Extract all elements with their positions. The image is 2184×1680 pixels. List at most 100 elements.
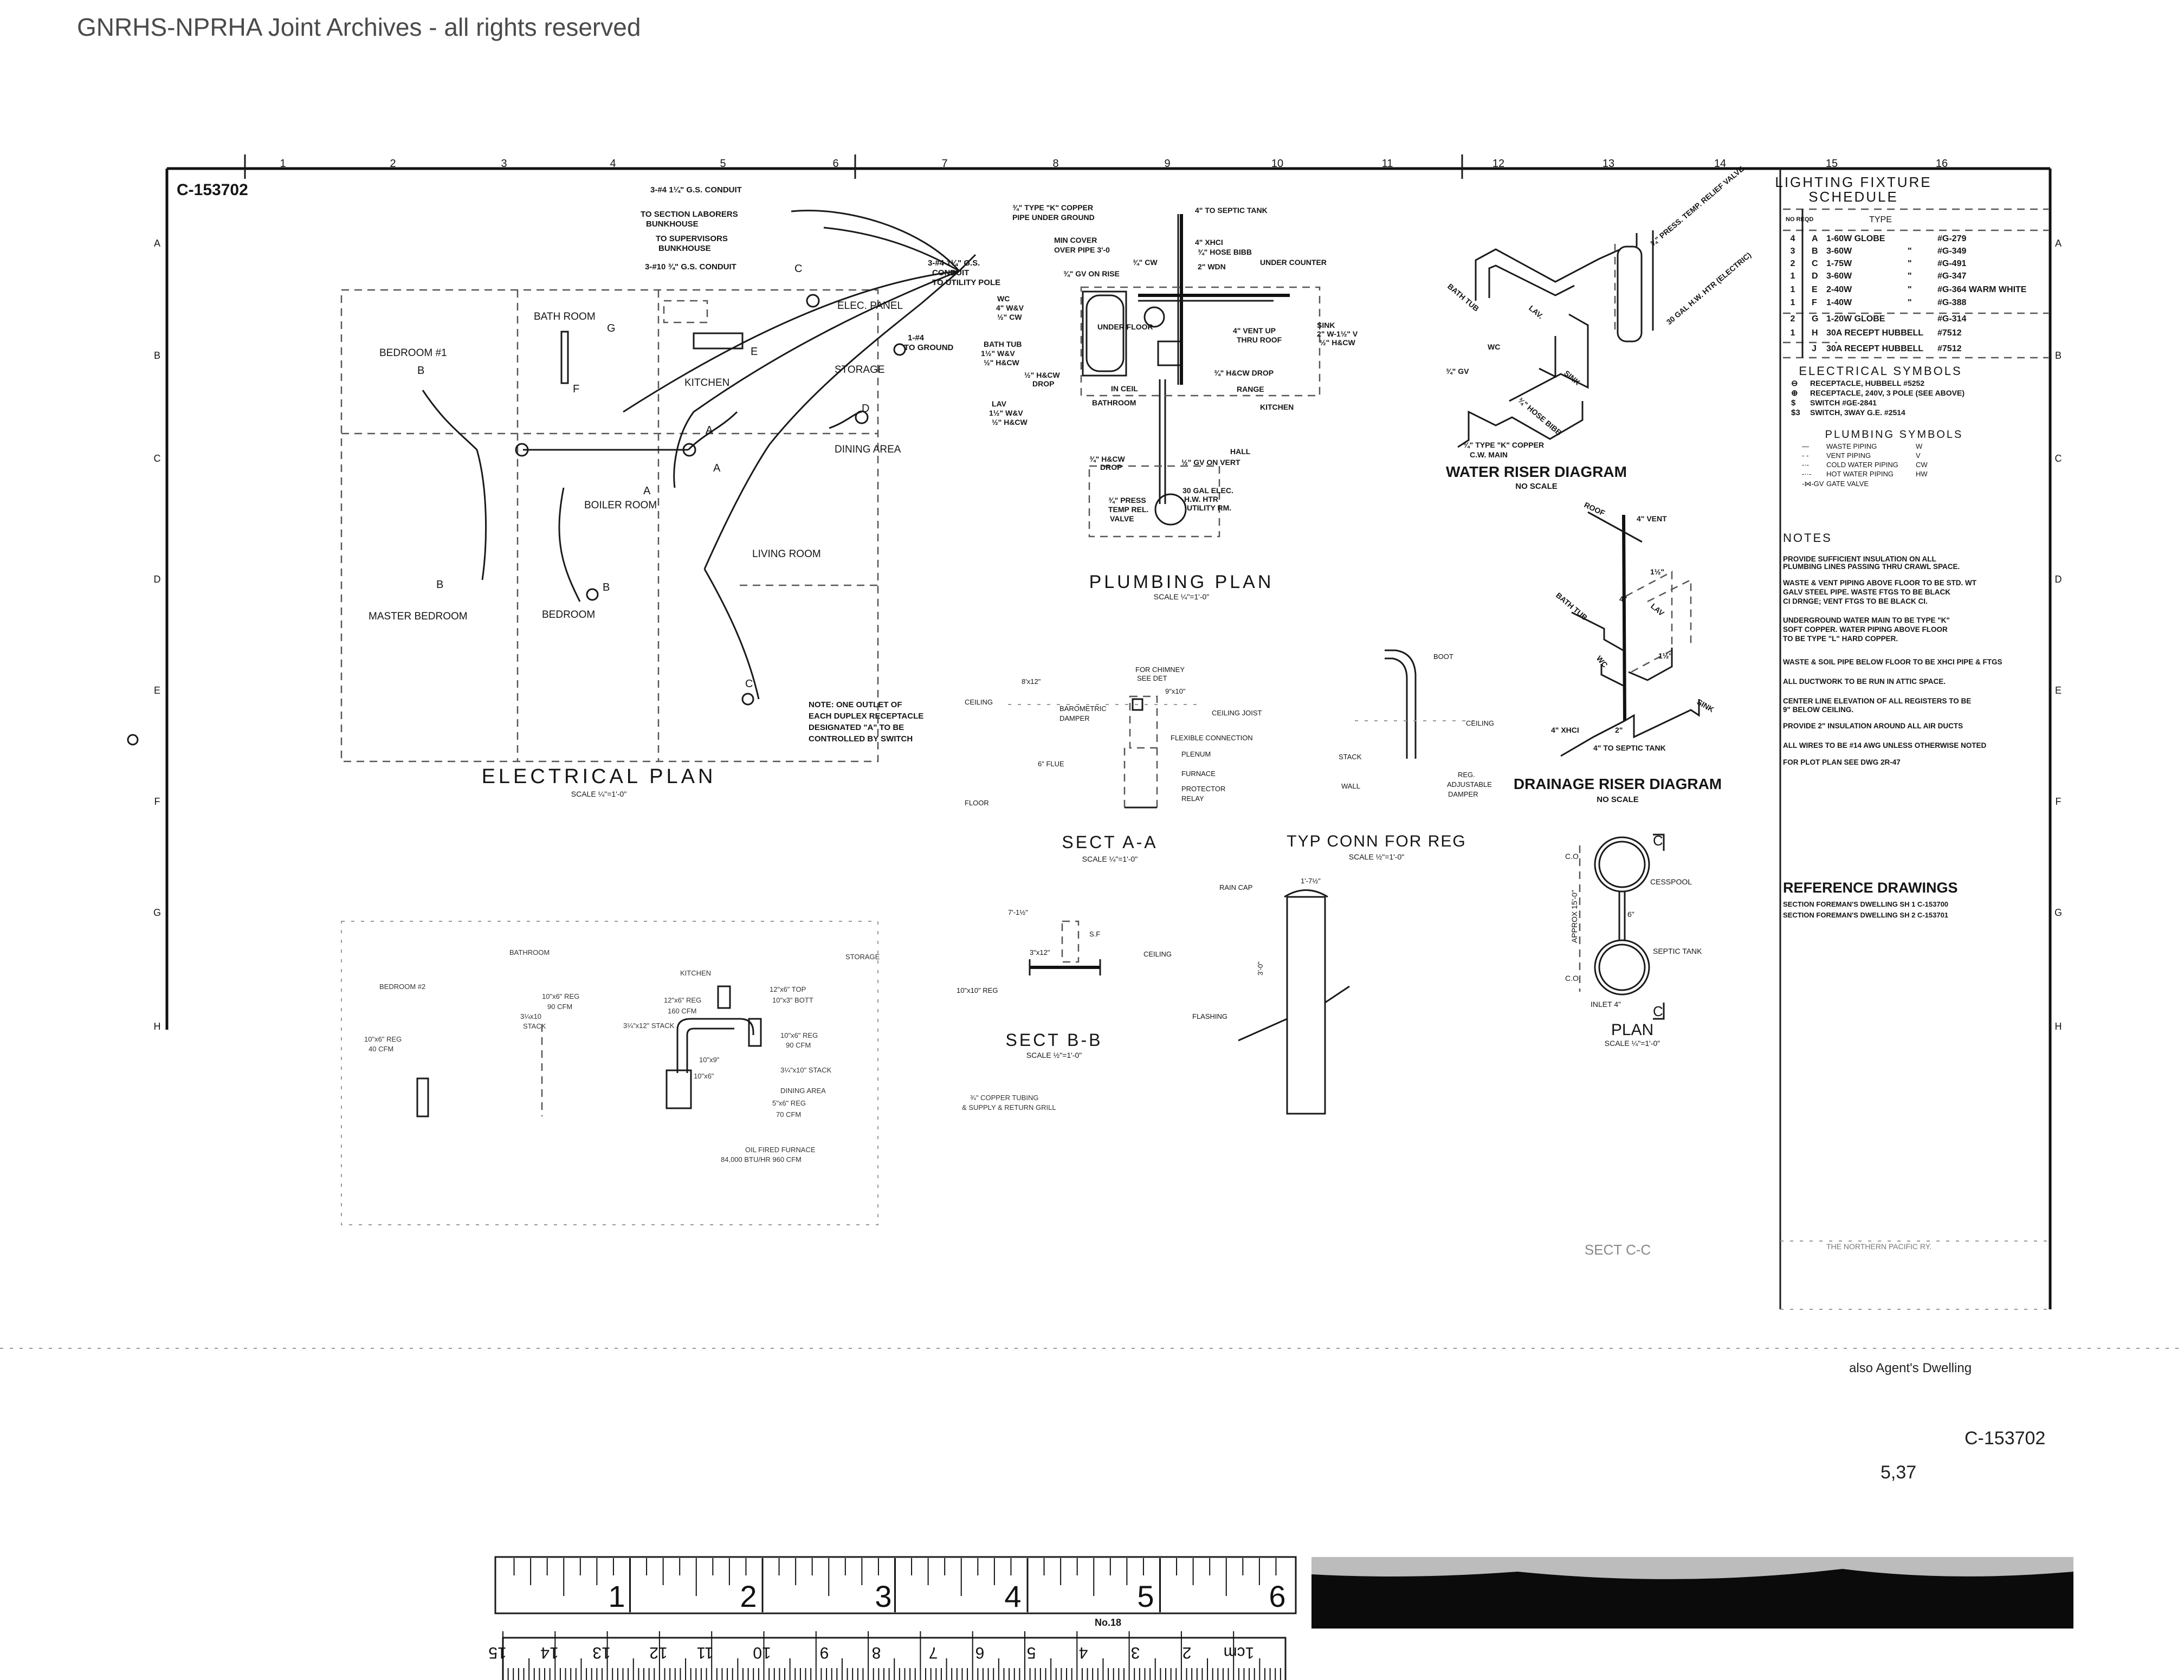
plumbing-label: TEMP REL. (1108, 505, 1148, 514)
room-label: LIVING ROOM (752, 548, 821, 560)
septic-plan-scale: SCALE ¼"=1'-0" (1605, 1039, 1660, 1048)
grid-column-label: 8 (1052, 158, 1058, 170)
hvac-label: STACK (523, 1022, 546, 1030)
hvac-label: 10"x6" (694, 1072, 714, 1080)
electrical-symbol-text: SWITCH #GE-2841 (1810, 398, 1877, 407)
drainage-riser-label: 1½" (1658, 651, 1672, 660)
ruler-cm-number: 12 (649, 1644, 667, 1662)
ruler-cm-number: 6 (975, 1644, 985, 1662)
ruler-cm-number: 4 (1079, 1644, 1088, 1662)
plumbing-symbol-code: W (1916, 442, 1923, 450)
grid-column-label: 2 (390, 158, 396, 170)
plumbing-symbol-icon: - - (1802, 451, 1808, 460)
grid-column-label: 5 (720, 158, 726, 170)
septic-plan-label: C (1653, 832, 1663, 849)
circuit-callout: BUNKHOUSE (646, 219, 699, 229)
hvac-plan-drawing (341, 921, 878, 1225)
schedule-fixture-mark: G (1812, 314, 1818, 324)
ruler-inch-number: 2 (740, 1579, 757, 1613)
plumbing-label: 4" XHCI (1195, 238, 1223, 247)
sect-bb-title: SECT B-B (1006, 1030, 1103, 1050)
drainage-riser-label: 4" VENT (1637, 514, 1667, 523)
water-riser-drawing (1457, 230, 1654, 448)
schedule-ditto: " (1908, 298, 1912, 307)
sect-bb-label: CEILING (1143, 950, 1172, 958)
sect-aa-label: SEE DET (1137, 674, 1167, 682)
note-line: WASTE & VENT PIPING ABOVE FLOOR TO BE ST… (1783, 579, 1977, 587)
plumbing-label: 4" VENT UP (1233, 326, 1276, 335)
ruler-inch-number: 6 (1269, 1579, 1285, 1613)
ruler-cm-number: 14 (540, 1644, 558, 1662)
schedule-fixture-mark: H (1812, 328, 1818, 338)
schedule-fixture-mark: F (1812, 298, 1817, 307)
grid-row-label: F (154, 796, 160, 807)
electrical-plan-title: ELECTRICAL PLAN (482, 765, 716, 788)
drainage-riser-title: DRAINAGE RISER DIAGRAM (1514, 776, 1722, 792)
watermark-text: GNRHS-NPRHA Joint Archives - all rights … (77, 13, 641, 41)
plumbing-label: 2" WDN (1198, 262, 1226, 271)
septic-plan-title: PLAN (1611, 1021, 1653, 1039)
schedule-catalog-no: #G-314 (1937, 314, 1966, 324)
sect-bb-label: 7'-1½" (1008, 908, 1028, 916)
septic-plan-label: C (1653, 1003, 1663, 1019)
plumbing-symbol-icon: -··- (1802, 470, 1811, 478)
grid-column-label: 9 (1164, 158, 1170, 170)
plumbing-label: ½" GV ON VERT (1181, 458, 1240, 467)
circuit-callout: 3-#4 1¼" G.S. (928, 259, 980, 268)
plumbing-symbol-text: GATE VALVE (1826, 480, 1869, 488)
hvac-label: 10"x6" REG (364, 1035, 402, 1043)
septic-plan-label: APPROX 15'-0" (1570, 890, 1579, 943)
ruler-cm-number: 10 (753, 1644, 771, 1662)
schedule-fixture-type: 30A RECEPT HUBBELL (1826, 328, 1923, 338)
sect-bb-scale: SCALE ½"=1'-0" (1026, 1051, 1082, 1059)
plumbing-label: UNDER FLOOR (1097, 322, 1153, 331)
hvac-label: & SUPPLY & RETURN GRILL (962, 1103, 1056, 1112)
sect-aa-label: CEILING (965, 698, 993, 706)
grid-column-label: 11 (1382, 158, 1393, 170)
ruler-cm-number: 13 (592, 1644, 610, 1662)
reference-drawing-item: SECTION FOREMAN'S DWELLING SH 1 C-153700 (1783, 900, 1948, 908)
ruler-cm-number: 15 (488, 1644, 506, 1662)
electrical-symbols-title: ELECTRICAL SYMBOLS (1799, 364, 1962, 378)
plumbing-label: ¾" HOSE BIBB (1198, 248, 1252, 256)
drainage-riser-label: 2" (1615, 726, 1623, 734)
drainage-riser-label: 4" XHCI (1551, 726, 1579, 734)
grid-row-label: C (154, 453, 161, 464)
plumbing-label: WC (997, 294, 1010, 303)
grid-row-label: F (2056, 796, 2062, 807)
hvac-label: DINING AREA (780, 1087, 826, 1095)
sect-bb-label: 10"x10" REG (957, 986, 998, 994)
schedule-ditto: " (1908, 259, 1912, 268)
circuit-callout: TO UTILITY POLE (932, 278, 1000, 287)
fixture-mark: A (706, 424, 713, 436)
hvac-label: 160 CFM (668, 1007, 696, 1015)
plumbing-label: SINK (1317, 321, 1335, 329)
note-line: PROVIDE SUFFICIENT INSULATION ON ALL (1783, 555, 1936, 563)
sect-aa-label: 6" FLUE (1038, 760, 1064, 768)
water-riser-label: 30 GAL H.W. HTR (ELECTRIC) (1665, 250, 1753, 326)
schedule-catalog-no: #G-364 WARM WHITE (1937, 285, 2027, 294)
sect-bb-label: RAIN CAP (1219, 883, 1252, 891)
schedule-fixture-type: 1-20W GLOBE (1826, 314, 1885, 324)
drainage-riser-drawing (1560, 511, 1700, 757)
water-riser-label: ¾" HOSE BIBB (1516, 396, 1563, 437)
drainage-riser-label: 1½" (1650, 567, 1664, 576)
electrical-plan-scale: SCALE ¼"=1'-0" (571, 790, 627, 798)
grid-row-label: A (2055, 238, 2062, 249)
plumbing-label: THRU ROOF (1237, 335, 1282, 344)
electrical-symbol-icon: $3 (1791, 408, 1800, 417)
schedule-fixture-type: 1-60W GLOBE (1826, 234, 1885, 243)
grid-row-label: D (2055, 574, 2062, 585)
sect-aa-label: DAMPER (1059, 714, 1090, 722)
schedule-fixture-type: 2-40W (1826, 285, 1852, 294)
hvac-label: STORAGE (845, 953, 880, 961)
schedule-fixture-type: 1-75W (1826, 259, 1852, 268)
room-label: DINING AREA (835, 444, 901, 455)
schedule-ditto: " (1908, 247, 1912, 256)
sect-aa-label: FLEXIBLE CONNECTION (1171, 734, 1253, 742)
sect-bb-label: 1'-7½" (1301, 877, 1321, 885)
grid-column-label: 7 (941, 158, 947, 170)
ruler-cm-number: 1cm (1224, 1644, 1255, 1662)
plumbing-plan-drawing (1080, 214, 1321, 538)
lighting-schedule-table (1783, 208, 2049, 359)
